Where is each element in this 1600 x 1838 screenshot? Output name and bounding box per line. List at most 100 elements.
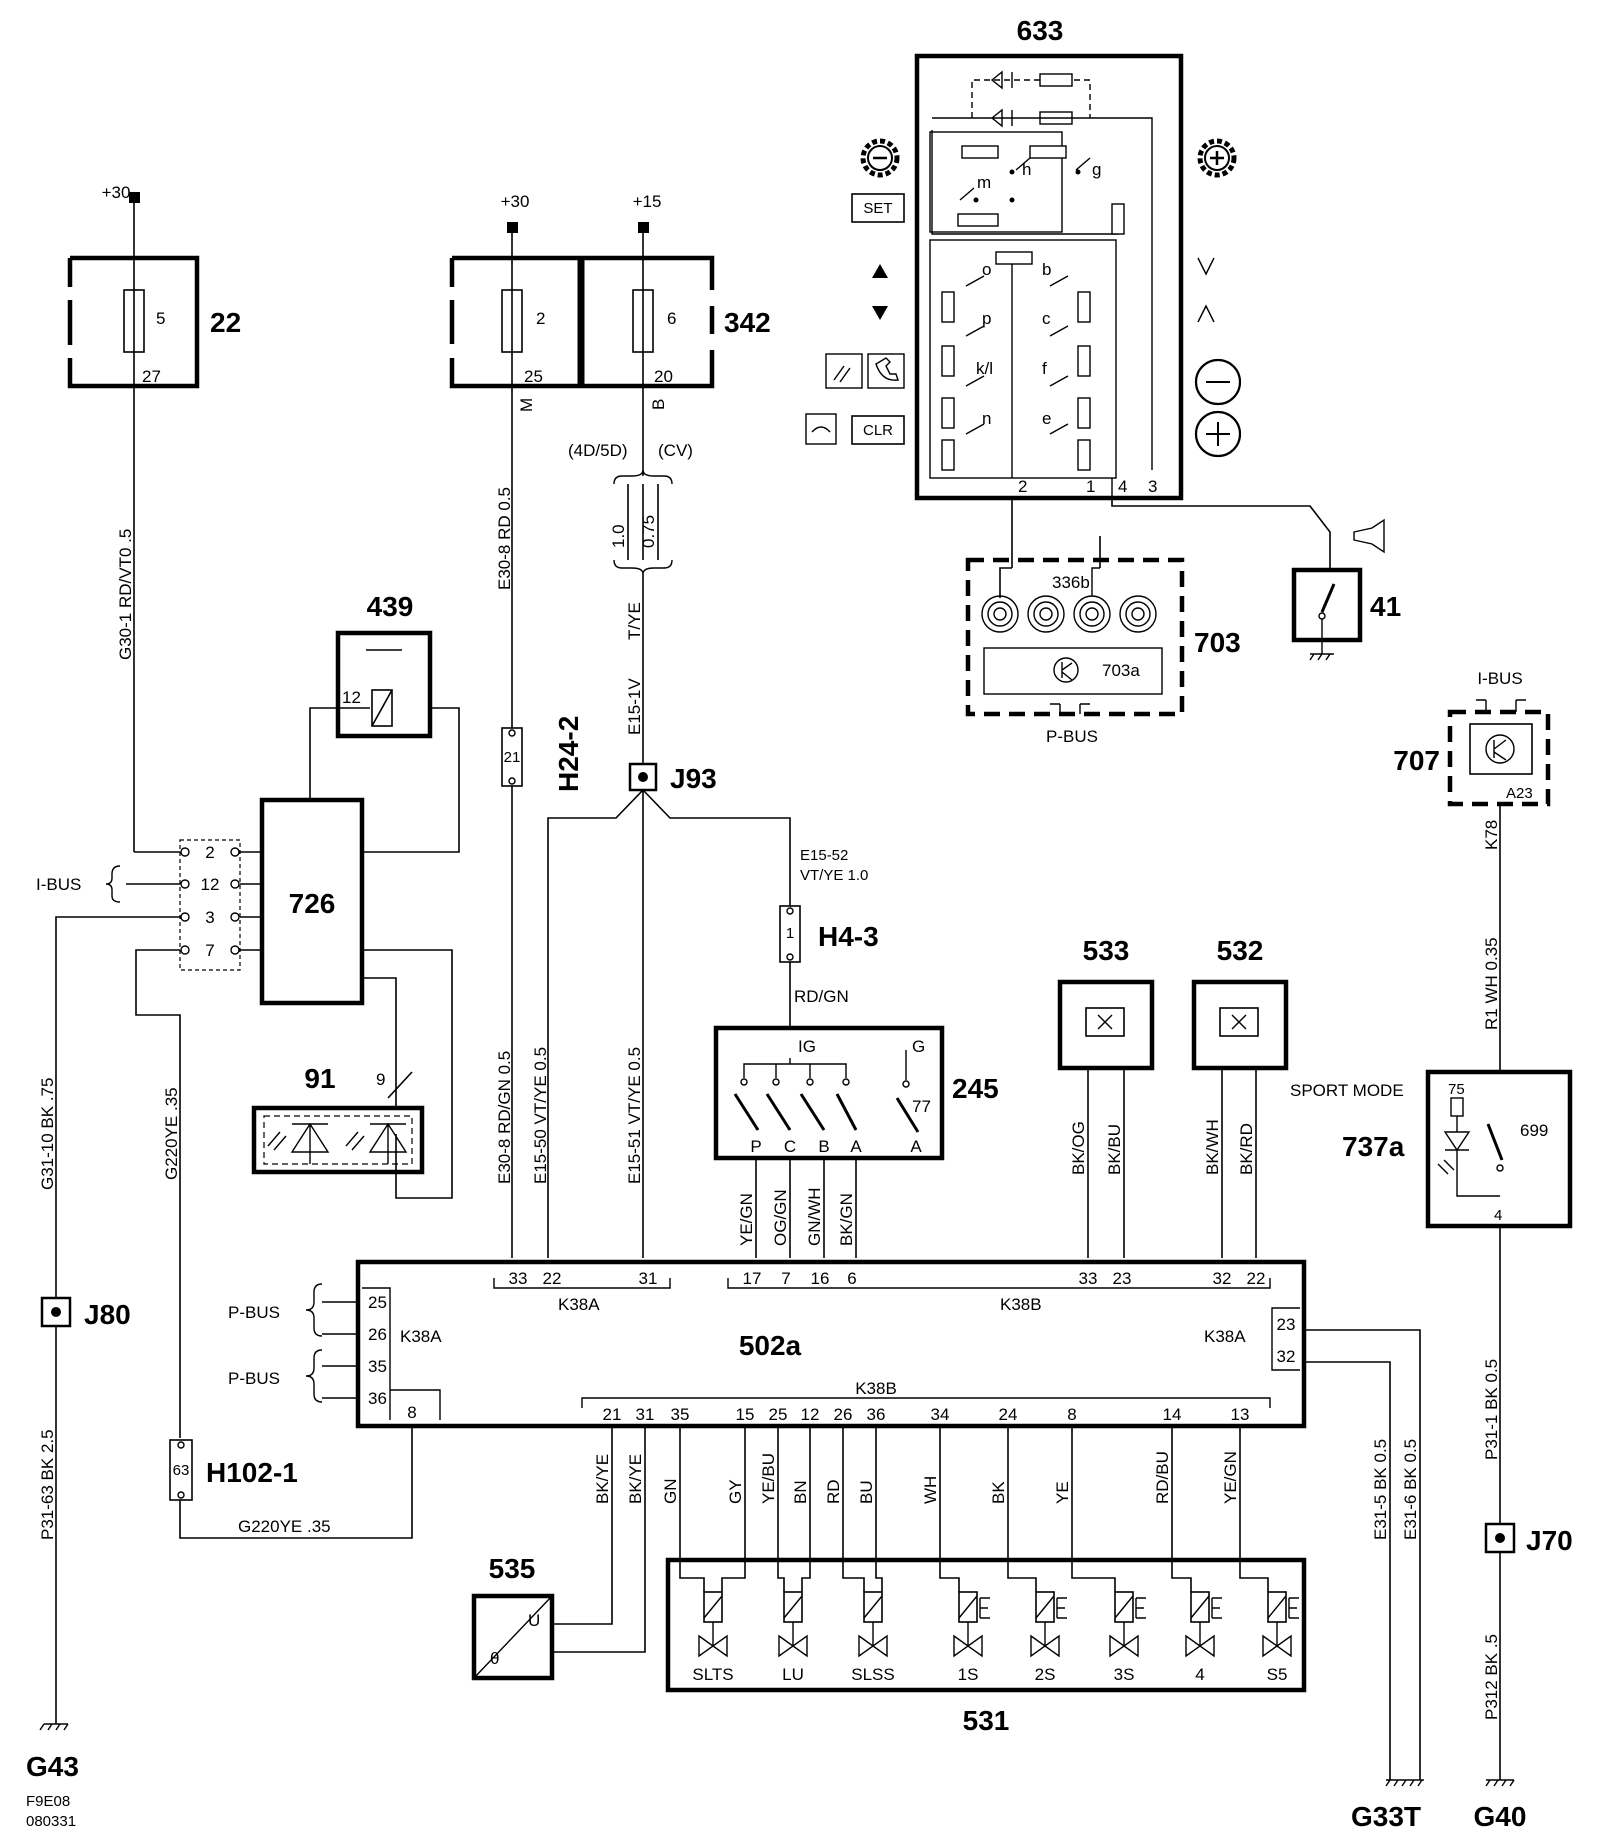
connector-label: H24-2 (553, 716, 584, 792)
pin-label: 21 (603, 1405, 622, 1424)
pin-label: 1 (786, 925, 794, 942)
wire-gauge: 1.0 (609, 524, 628, 548)
button-label: CLR (863, 422, 893, 439)
wire-label: RD/GN (794, 987, 849, 1006)
switch-letter: o (982, 260, 991, 279)
bus-label: P-BUS (228, 1303, 280, 1322)
wire-label: BK/BU (1105, 1124, 1124, 1175)
switch-letter: f (1042, 359, 1047, 378)
switch-pos: A (850, 1137, 862, 1156)
wire-label: BK/WH (1203, 1119, 1222, 1175)
wire-label: BK/YE (626, 1454, 645, 1504)
component-633: 633 h g m o b p c (914, 15, 1184, 501)
component-label: 41 (1370, 591, 1401, 622)
component-label: 502a (739, 1330, 802, 1361)
component-label: 245 (952, 1073, 999, 1104)
wire-label: P312 BK .5 (1482, 1634, 1501, 1720)
switch-letter: k/l (976, 359, 993, 378)
wire-label: YE (1053, 1481, 1072, 1504)
component-531: 531 SLTS LU SLSS 1S (665, 1557, 1307, 1736)
pin-label: 26 (368, 1325, 387, 1344)
component-label: 533 (1083, 935, 1130, 966)
mode-label: SPORT MODE (1290, 1081, 1404, 1100)
variant-label: (4D/5D) (568, 441, 628, 460)
wire-label: T/YE (625, 602, 644, 640)
pin-label: 26 (834, 1405, 853, 1424)
pin-label: 12 (801, 1405, 820, 1424)
wire-label: G220YE .35 (162, 1087, 181, 1180)
wire-label: BK/OG (1069, 1121, 1088, 1175)
wire-label: G220YE .35 (238, 1517, 331, 1536)
component-726: 726 2 12 3 7 I-BUS (36, 797, 365, 1006)
switch-label: G (912, 1037, 925, 1056)
switch-letter: n (982, 409, 991, 428)
solenoid-label: SLTS (692, 1665, 733, 1684)
wire-label: K78 (1482, 820, 1501, 850)
supply-label: +30 (501, 192, 530, 211)
fuse-pin: 27 (142, 367, 161, 386)
pin-label: 3 (205, 908, 214, 927)
component-label: 726 (289, 888, 336, 919)
pin-label: 63 (173, 1462, 190, 1479)
connector-label: K38A (400, 1327, 442, 1346)
pin-label: 8 (1067, 1405, 1076, 1424)
bus-label: I-BUS (36, 875, 81, 894)
bus-label: P-BUS (1046, 727, 1098, 746)
phone-icon (867, 353, 905, 389)
wire-label: E15-51 VT/YE 0.5 (625, 1047, 644, 1184)
connector-label: H102-1 (206, 1457, 298, 1488)
wire-label: OG/GN (771, 1189, 790, 1246)
fuse-mark: B (649, 399, 668, 410)
fuse-mark: M (517, 398, 536, 412)
component-502a: 502a 33 22 31 K38A 17 7 16 6 33 23 32 22… (355, 1259, 1307, 1429)
switch-pos: A (910, 1137, 922, 1156)
pin-label: 36 (368, 1389, 387, 1408)
junction-label: J93 (670, 763, 717, 794)
connector-label: H4-3 (818, 921, 879, 952)
horn-icon (1353, 518, 1385, 554)
wire-label: BK/RD (1237, 1123, 1256, 1175)
variant-label: (CV) (658, 441, 693, 460)
clr-button-icon (851, 415, 905, 445)
pin-label: 21 (504, 749, 521, 766)
junction-label: J80 (84, 1299, 131, 1330)
switch-pos: P (750, 1137, 761, 1156)
component-label: 22 (210, 307, 241, 338)
switch-pos: C (784, 1137, 796, 1156)
switch-letter: b (1042, 260, 1051, 279)
module-label: 703a (1102, 661, 1140, 680)
solenoid-label: 3S (1114, 1665, 1135, 1684)
solenoid-label: 2S (1035, 1665, 1056, 1684)
fuse-number: 6 (667, 309, 676, 328)
wire-label: GY (726, 1479, 745, 1504)
component-707: I-BUS 707 A23 (1393, 669, 1551, 807)
pin-label: A23 (1506, 785, 1533, 802)
pin-label: 12 (201, 875, 220, 894)
switch-label: IG (798, 1037, 816, 1056)
sensor-symbol: U (528, 1611, 540, 1630)
wire-label: E31-5 BK 0.5 (1371, 1439, 1390, 1540)
connector-label: K38B (855, 1379, 897, 1398)
wire-label: G31-10 BK .75 (38, 1078, 57, 1190)
wire-label: VT/YE 1.0 (800, 867, 868, 884)
voice-icon (825, 353, 863, 389)
pin-label: 33 (1079, 1269, 1098, 1288)
pin-label: 77 (912, 1097, 931, 1116)
solenoid-label: LU (782, 1665, 804, 1684)
gear-plus-icon (1197, 138, 1237, 178)
pin-label: 32 (1277, 1347, 1296, 1366)
pin-label: 8 (407, 1403, 416, 1422)
solenoid-row: SLTS LU SLSS 1S 2S (692, 1591, 1299, 1684)
pin-label: 31 (636, 1405, 655, 1424)
wire-label: YE/BU (759, 1453, 778, 1504)
component-label: 707 (1393, 745, 1440, 776)
ground-label: G40 (1474, 1801, 1527, 1832)
component-533: 533 BK/OG BK/BU (1057, 935, 1155, 1258)
pin-label: 33 (509, 1269, 528, 1288)
pin-label: 14 (1163, 1405, 1182, 1424)
pin-label: 36 (867, 1405, 886, 1424)
fuse-box-22: +30 5 27 22 (67, 183, 241, 389)
switch-letter: h (1022, 160, 1031, 179)
minus-circle-icon (1194, 358, 1242, 406)
